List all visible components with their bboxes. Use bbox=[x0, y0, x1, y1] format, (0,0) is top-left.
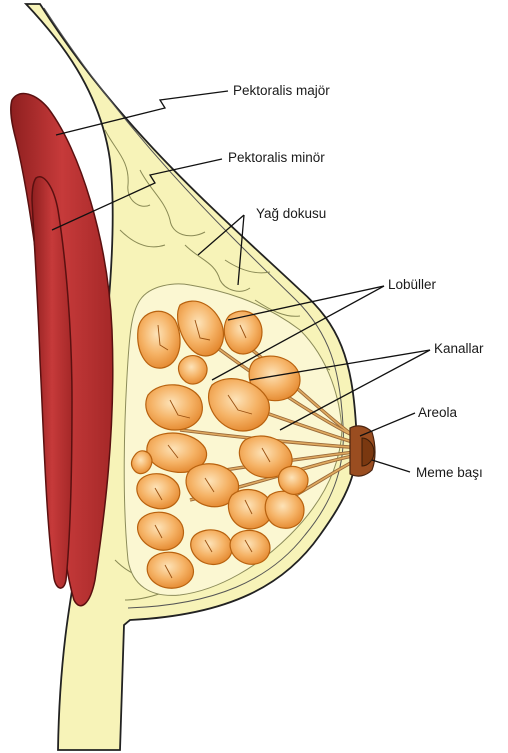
label-pectoralis-major: Pektoralis majör bbox=[233, 83, 330, 98]
label-nipple: Meme başı bbox=[416, 465, 483, 480]
label-ducts: Kanallar bbox=[434, 341, 484, 356]
label-areola: Areola bbox=[418, 405, 458, 420]
label-pectoralis-minor: Pektoralis minör bbox=[228, 150, 325, 165]
label-fat-tissue: Yağ dokusu bbox=[256, 206, 326, 221]
label-lobules: Lobüller bbox=[388, 277, 437, 292]
